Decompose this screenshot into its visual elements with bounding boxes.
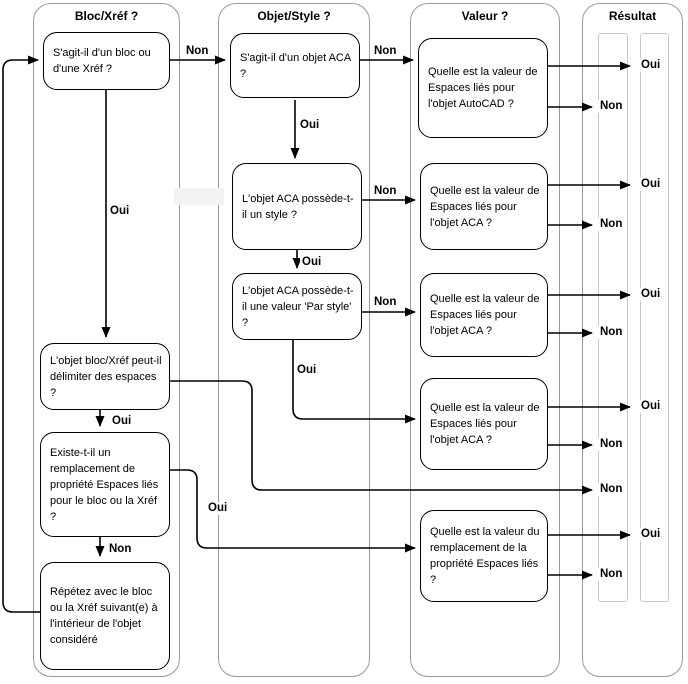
label-non-remplacement: Non bbox=[107, 543, 134, 556]
node-valeur-aca-2: Quelle est la valeur de Espaces liés pou… bbox=[420, 273, 548, 357]
column-title-resultat: Résultat bbox=[608, 9, 657, 23]
edge-delimiter-non-to-resultat bbox=[170, 380, 593, 495]
result-non-1: Non bbox=[598, 100, 625, 113]
label-oui-remplacement: Oui bbox=[206, 502, 230, 515]
node-text: Répétez avec le bloc ou la Xréf suivant(… bbox=[50, 586, 158, 646]
node-text: Quelle est la valeur de Espaces liés pou… bbox=[430, 293, 540, 337]
label-oui-style: Oui bbox=[300, 256, 324, 269]
edge-parstyle-oui-to-valeur bbox=[292, 340, 416, 424]
node-text: S'agit-il d'un bloc ou d'une Xréf ? bbox=[53, 47, 151, 75]
column-objet-style: Objet/Style ? bbox=[218, 3, 370, 677]
label-non-parstyle: Non bbox=[372, 296, 399, 309]
label-non-style: Non bbox=[372, 185, 399, 198]
result-non-5: Non bbox=[598, 483, 625, 496]
result-oui-6: Oui bbox=[639, 528, 663, 541]
result-oui-4: Oui bbox=[639, 400, 663, 413]
node-text: L'objet bloc/Xréf peut-il délimiter des … bbox=[50, 354, 162, 399]
node-text: Existe-t-il un remplacement de propriété… bbox=[50, 446, 159, 523]
result-lane-non bbox=[598, 33, 628, 602]
result-lane-oui bbox=[640, 33, 669, 602]
result-oui-1: Oui bbox=[639, 59, 663, 72]
node-text: S'agit-il d'un objet ACA ? bbox=[240, 51, 351, 80]
node-valeur-aca-3: Quelle est la valeur de Espaces liés pou… bbox=[420, 378, 548, 470]
node-text: Quelle est la valeur de Espaces liés pou… bbox=[430, 184, 540, 229]
edge-repetez-loop-to-bloc bbox=[2, 55, 43, 613]
edge-remplacement-oui-to-valeur bbox=[170, 469, 416, 553]
node-text: L'objet ACA possède-t-il un style ? bbox=[242, 192, 354, 221]
node-delimiter-question: L'objet bloc/Xréf peut-il délimiter des … bbox=[40, 343, 170, 410]
result-non-4: Non bbox=[598, 438, 625, 451]
label-oui-bloc: Oui bbox=[108, 205, 132, 218]
node-objet-aca-question: S'agit-il d'un objet ACA ? bbox=[230, 33, 360, 98]
node-remplacement-question: Existe-t-il un remplacement de propriété… bbox=[40, 432, 170, 537]
result-non-2: Non bbox=[598, 218, 625, 231]
node-valeur-remplacement: Quelle est la valeur du remplacement de … bbox=[420, 510, 548, 602]
label-oui-delimiter: Oui bbox=[110, 415, 134, 428]
node-text: L'objet ACA possède-t-il une valeur 'Par… bbox=[242, 284, 354, 329]
label-oui-objet: Oui bbox=[298, 119, 322, 132]
node-text: Quelle est la valeur de Espaces liés pou… bbox=[430, 402, 540, 446]
label-oui-parstyle: Oui bbox=[295, 364, 319, 377]
node-text: Quelle est la valeur de Espaces liés pou… bbox=[428, 66, 538, 110]
column-title-objet-style: Objet/Style ? bbox=[257, 9, 331, 23]
result-non-6: Non bbox=[598, 568, 625, 581]
node-text: Quelle est la valeur du remplacement de … bbox=[430, 526, 540, 586]
result-oui-2: Oui bbox=[639, 178, 663, 191]
node-valeur-autocad: Quelle est la valeur de Espaces liés pou… bbox=[418, 38, 548, 138]
node-bloc-xref-question: S'agit-il d'un bloc ou d'une Xréf ? bbox=[43, 32, 170, 90]
node-par-style-question: L'objet ACA possède-t-il une valeur 'Par… bbox=[232, 273, 362, 340]
result-oui-3: Oui bbox=[639, 288, 663, 301]
result-non-3: Non bbox=[598, 326, 625, 339]
node-repetez-action: Répétez avec le bloc ou la Xréf suivant(… bbox=[40, 562, 170, 670]
node-style-question: L'objet ACA possède-t-il un style ? bbox=[232, 163, 362, 250]
column-title-valeur: Valeur ? bbox=[461, 9, 509, 23]
label-non-objet: Non bbox=[372, 45, 399, 58]
render-artifact bbox=[174, 188, 224, 205]
label-non-bloc: Non bbox=[184, 45, 211, 58]
column-title-bloc-xref: Bloc/Xréf ? bbox=[74, 9, 139, 23]
node-valeur-aca-1: Quelle est la valeur de Espaces liés pou… bbox=[420, 163, 548, 250]
